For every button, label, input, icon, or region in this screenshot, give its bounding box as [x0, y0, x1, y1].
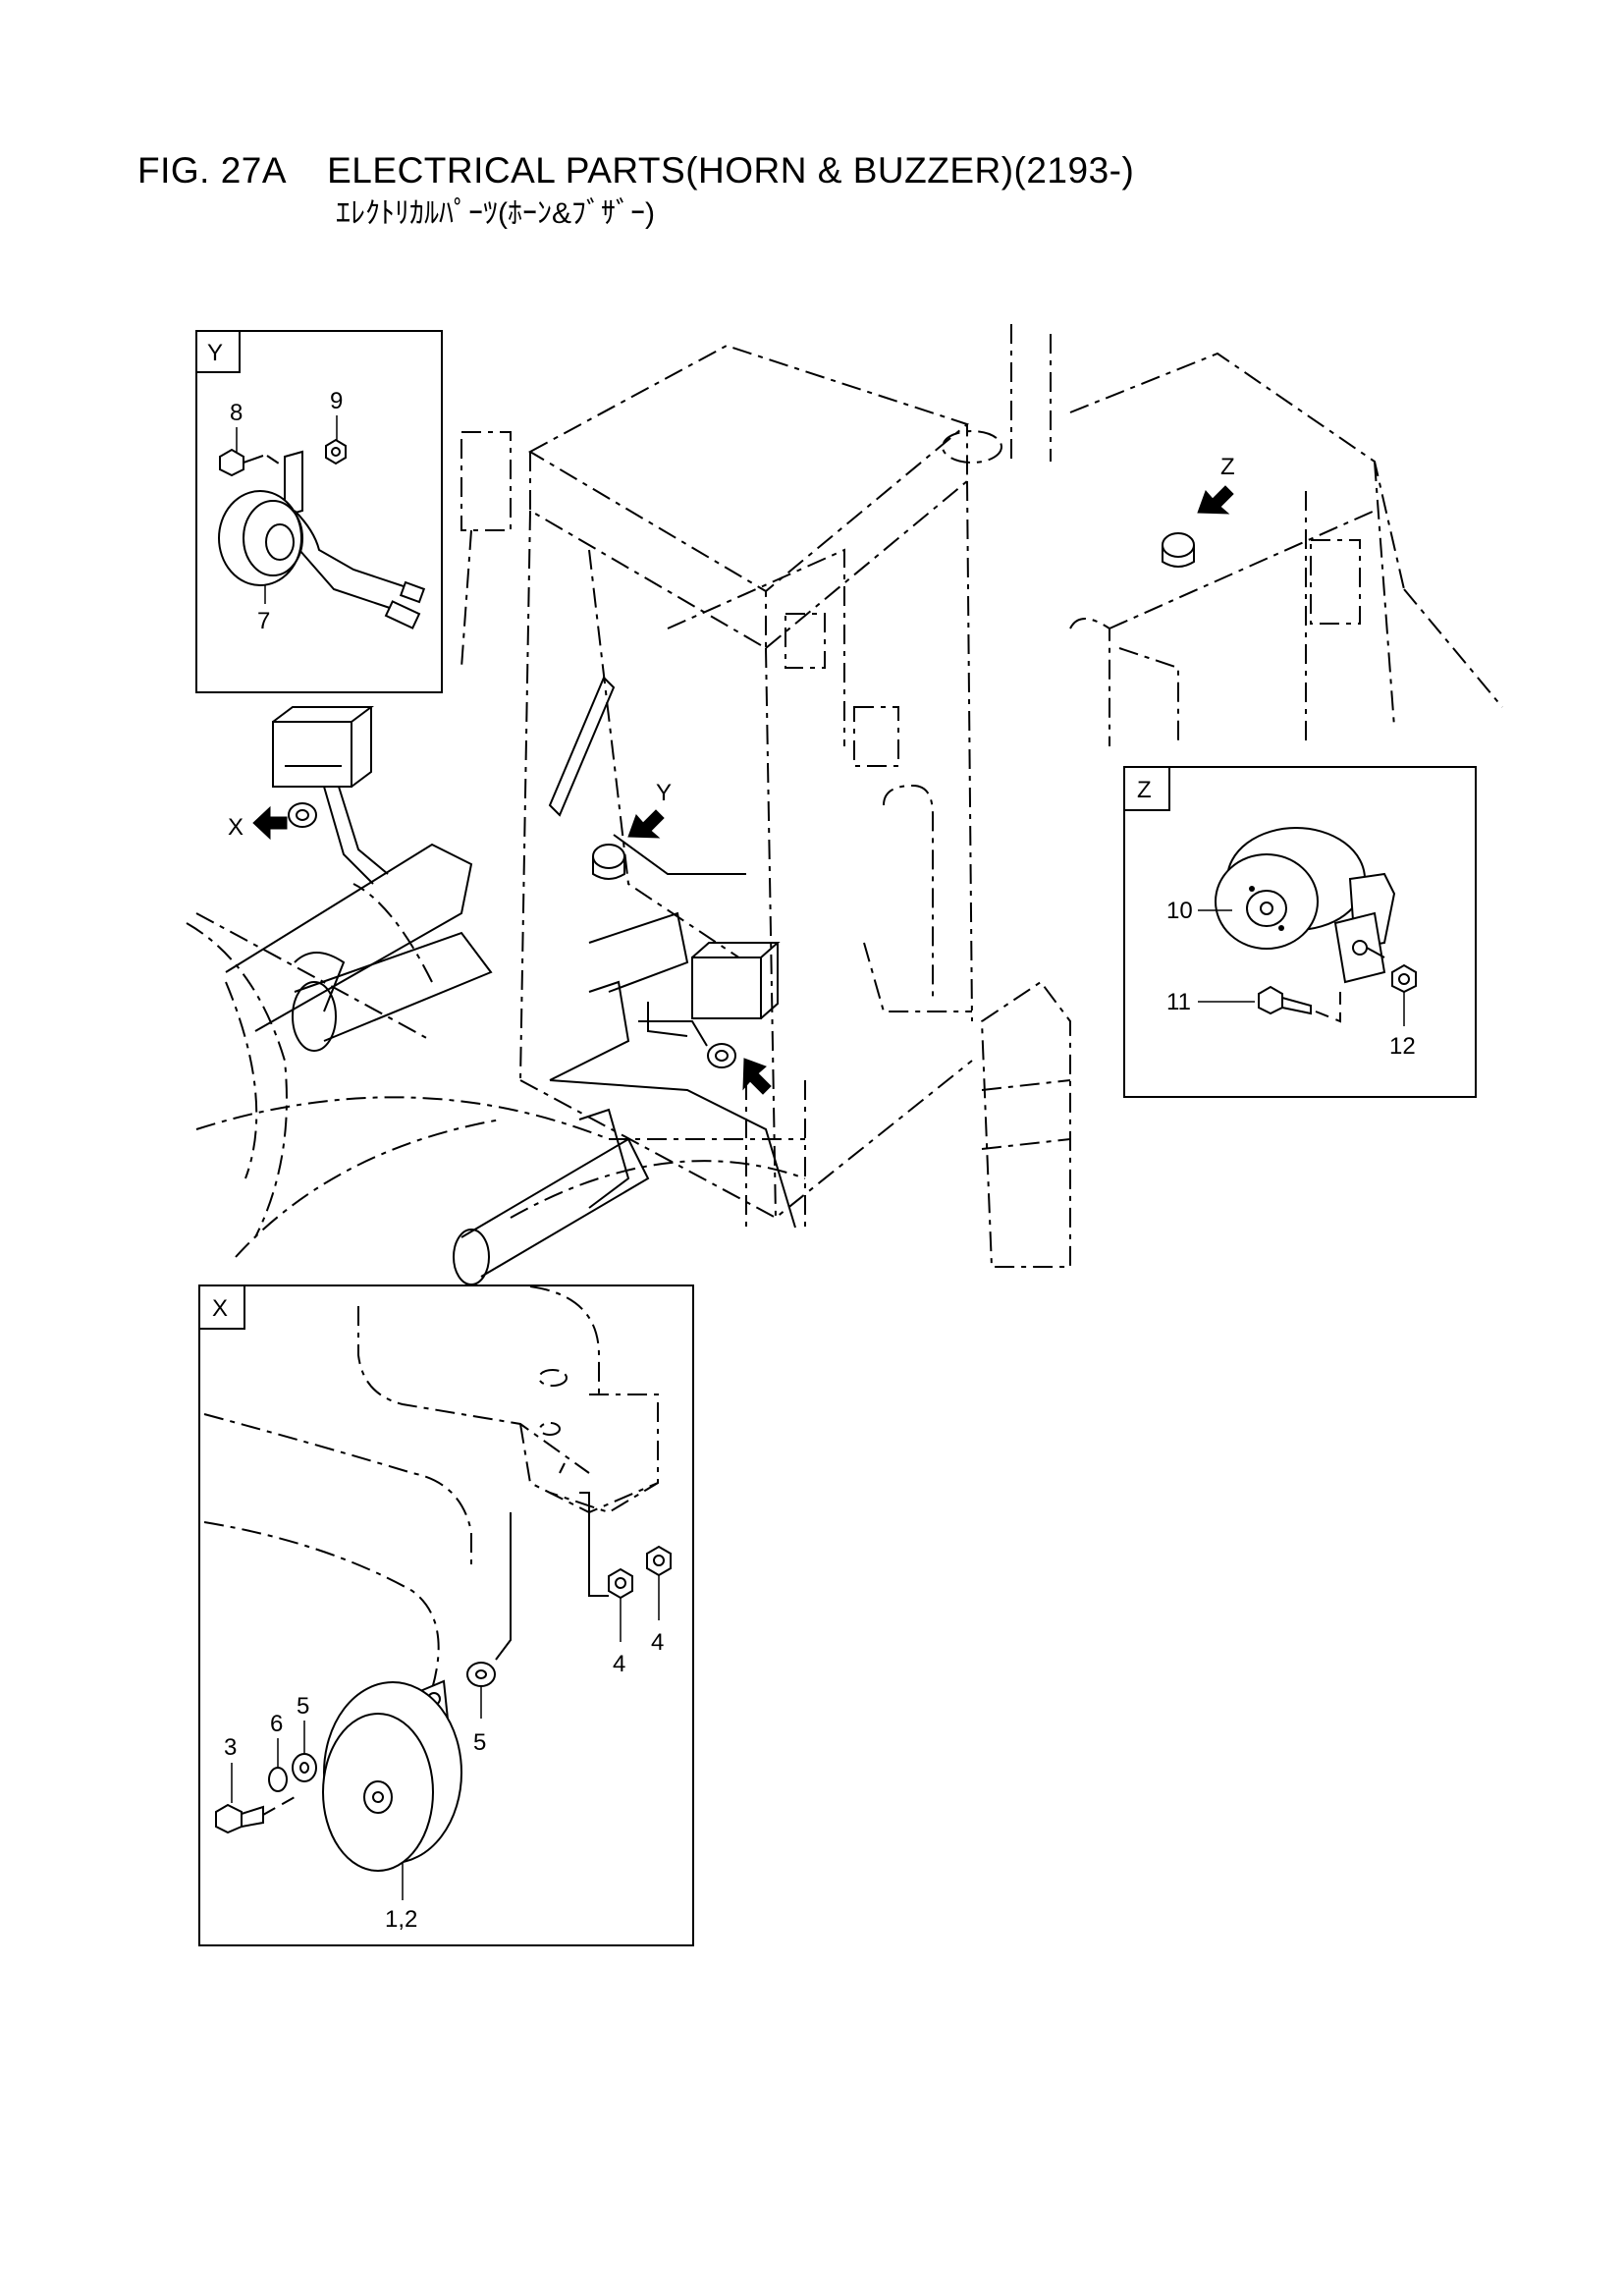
view-arrow-x-right — [742, 1058, 772, 1095]
inset-y-tag: Y — [207, 340, 223, 366]
bolt-icon — [219, 448, 244, 477]
view-arrow-y-label: Y — [656, 780, 672, 806]
part-label-3: 3 — [224, 1734, 237, 1761]
part-label-10: 10 — [1166, 898, 1193, 924]
washer-icon — [466, 1662, 496, 1687]
inset-x: X 4 4 5 5 — [198, 1285, 694, 1946]
view-arrow-x-left: X — [228, 805, 288, 841]
figure-subtitle: ｴﾚｸﾄﾘｶﾙﾊﾟｰﾂ(ﾎｰﾝ&ﾌﾞｻﾞｰ) — [336, 197, 655, 230]
inset-y: Y 8 9 7 — [195, 330, 443, 693]
part-label-5b: 5 — [473, 1729, 486, 1756]
inset-z: Z 10 11 12 — [1123, 766, 1477, 1098]
nut-icon — [646, 1545, 672, 1577]
part-label-7: 7 — [257, 608, 270, 634]
nut-icon — [325, 438, 347, 465]
part-label-8: 8 — [230, 400, 243, 426]
part-label-9: 9 — [330, 388, 343, 414]
view-arrow-z-label: Z — [1220, 454, 1235, 480]
view-arrow-x-left-label: X — [228, 814, 243, 841]
part-label-4a: 4 — [613, 1651, 625, 1677]
bolt-icon — [215, 1803, 243, 1834]
bolt-icon — [1258, 985, 1283, 1015]
part-label-12: 12 — [1389, 1033, 1416, 1060]
machine-outline — [186, 324, 1503, 1285]
view-arrow-z: Z — [1197, 454, 1235, 515]
part-label-1-2: 1,2 — [385, 1906, 417, 1933]
washer-icon — [268, 1767, 288, 1792]
inset-x-tag: X — [212, 1295, 228, 1322]
part-label-6: 6 — [270, 1711, 283, 1737]
part-label-11: 11 — [1166, 989, 1191, 1015]
washer-icon — [292, 1753, 317, 1782]
inset-z-tag: Z — [1137, 777, 1152, 803]
nut-icon — [608, 1567, 633, 1600]
view-arrow-y: Y — [627, 780, 672, 839]
part-label-4b: 4 — [651, 1629, 664, 1656]
nut-icon — [1391, 963, 1417, 994]
part-label-5a: 5 — [297, 1693, 309, 1720]
title-block: FIG. 27A ELECTRICAL PARTS(HORN & BUZZER)… — [137, 149, 1134, 232]
figure-title: FIG. 27A ELECTRICAL PARTS(HORN & BUZZER)… — [137, 150, 1135, 191]
